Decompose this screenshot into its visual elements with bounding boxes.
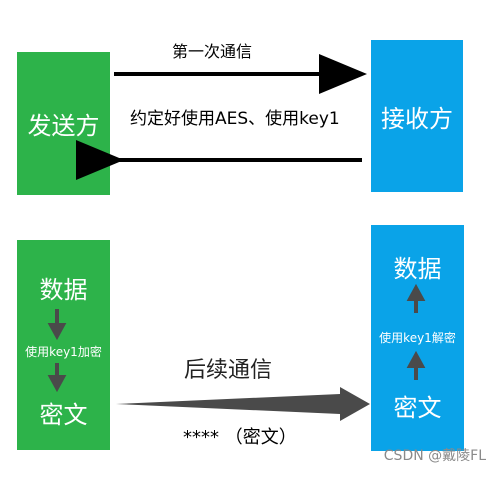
right-data-label: 数据: [393, 255, 442, 283]
right-up-arrow-2: [406, 350, 426, 380]
follow-up-communication-label: 后续通信: [184, 358, 273, 383]
sender-box: 发送方: [17, 52, 110, 195]
left-encryption-box: 数据 使用key1加密 密文: [17, 240, 110, 450]
left-cipher-label: 密文: [39, 401, 88, 429]
first-communication-label: 第一次通信: [172, 42, 253, 61]
left-encrypt-label: 使用key1加密: [25, 345, 102, 359]
receiver-label: 接收方: [381, 104, 453, 133]
agreement-label: 约定好使用AES、使用key1: [130, 109, 340, 129]
sender-label: 发送方: [27, 112, 100, 140]
right-cipher-label: 密文: [393, 394, 442, 422]
left-down-arrow-1: [47, 309, 67, 341]
right-up-arrow-1: [406, 283, 426, 313]
left-down-arrow-2: [47, 363, 67, 393]
left-data-label: 数据: [39, 276, 88, 304]
receiver-box: 接收方: [371, 40, 463, 192]
right-decrypt-label: 使用key1解密: [379, 331, 456, 345]
follow-up-communication-arrow: [116, 387, 370, 421]
right-decryption-box: 数据 使用key1解密 密文: [371, 225, 464, 451]
csdn-watermark: CSDN @戴陵FL: [383, 448, 486, 464]
ciphertext-label: **** （密文）: [183, 427, 297, 448]
